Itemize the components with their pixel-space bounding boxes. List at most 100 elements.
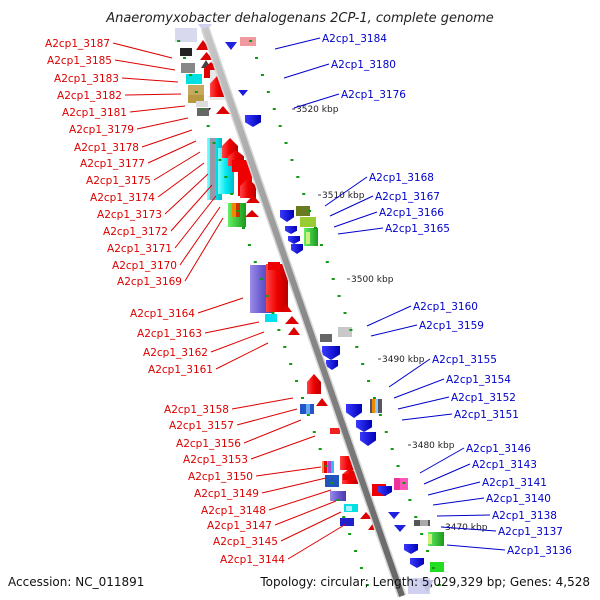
gene-box[interactable] <box>338 327 352 337</box>
gene-arrow[interactable] <box>246 195 260 203</box>
gene-box[interactable] <box>232 203 236 217</box>
gene-label[interactable]: A2cp1_3157 <box>169 420 234 432</box>
gene-box[interactable] <box>372 399 375 413</box>
gene-label[interactable]: A2cp1_3183 <box>54 73 119 85</box>
gene-box[interactable] <box>346 506 352 511</box>
gene-arrow[interactable] <box>378 486 392 496</box>
gene-label[interactable]: A2cp1_3165 <box>385 223 450 235</box>
gene-label[interactable]: A2cp1_3162 <box>143 347 208 359</box>
gene-box[interactable] <box>306 232 310 244</box>
gene-label[interactable]: A2cp1_3178 <box>74 142 139 154</box>
gene-arrow[interactable] <box>280 304 292 312</box>
gene-label[interactable]: A2cp1_3187 <box>45 38 110 50</box>
gene-box[interactable] <box>331 461 334 473</box>
gene-arrow[interactable] <box>285 316 299 324</box>
gene-box[interactable] <box>330 491 346 501</box>
gene-label[interactable]: A2cp1_3149 <box>194 488 259 500</box>
gene-arrow[interactable] <box>238 90 248 96</box>
gene-arrow[interactable] <box>288 327 300 335</box>
gene-box[interactable] <box>210 138 215 200</box>
gene-label[interactable]: A2cp1_3160 <box>413 301 478 313</box>
gene-box[interactable] <box>320 334 332 342</box>
gene-label[interactable]: A2cp1_3168 <box>369 172 434 184</box>
gene-label[interactable]: A2cp1_3166 <box>379 207 444 219</box>
gene-arrow[interactable] <box>420 580 434 592</box>
gene-label[interactable]: A2cp1_3159 <box>419 320 484 332</box>
gene-label[interactable]: A2cp1_3144 <box>220 554 285 566</box>
gene-arrow[interactable] <box>245 115 261 127</box>
gene-box[interactable] <box>175 28 197 42</box>
gene-box[interactable] <box>180 48 192 56</box>
gene-arrow[interactable] <box>316 398 328 406</box>
gene-label[interactable]: A2cp1_3150 <box>188 471 253 483</box>
gene-label[interactable]: A2cp1_3180 <box>331 59 396 71</box>
gene-label[interactable]: A2cp1_3170 <box>112 260 177 272</box>
gene-label[interactable]: A2cp1_3169 <box>117 276 182 288</box>
gene-label[interactable]: A2cp1_3140 <box>486 493 551 505</box>
gene-box[interactable] <box>375 399 378 413</box>
gene-box[interactable] <box>430 562 444 572</box>
gene-box[interactable] <box>330 428 340 434</box>
gene-label[interactable]: A2cp1_3177 <box>80 158 145 170</box>
gene-arrow[interactable] <box>388 512 400 519</box>
gene-box[interactable] <box>188 85 204 95</box>
gene-arrow[interactable] <box>285 226 297 234</box>
gene-arrow[interactable] <box>280 210 294 222</box>
gene-arrow[interactable] <box>404 544 418 554</box>
gene-label[interactable]: A2cp1_3179 <box>69 124 134 136</box>
gene-label[interactable]: A2cp1_3181 <box>62 107 127 119</box>
gene-label[interactable]: A2cp1_3146 <box>466 443 531 455</box>
gene-label[interactable]: A2cp1_3182 <box>57 90 122 102</box>
gene-label[interactable]: A2cp1_3175 <box>86 175 151 187</box>
gene-label[interactable]: A2cp1_3152 <box>451 392 516 404</box>
gene-box[interactable] <box>340 518 354 526</box>
gene-arrow[interactable] <box>288 236 300 244</box>
gene-label[interactable]: A2cp1_3154 <box>446 374 511 386</box>
gene-arrow[interactable] <box>240 178 256 198</box>
gene-box[interactable] <box>428 534 432 544</box>
gene-arrow[interactable] <box>196 40 210 50</box>
gene-label[interactable]: A2cp1_3137 <box>498 526 563 538</box>
gene-label[interactable]: A2cp1_3158 <box>164 404 229 416</box>
gene-box[interactable] <box>328 461 331 473</box>
gene-arrow[interactable] <box>360 512 372 519</box>
gene-label[interactable]: A2cp1_3147 <box>207 520 272 532</box>
gene-arrow[interactable] <box>322 346 340 360</box>
gene-arrow[interactable] <box>216 106 230 114</box>
gene-arrow[interactable] <box>410 558 424 568</box>
gene-label[interactable]: A2cp1_3163 <box>137 328 202 340</box>
gene-arrow[interactable] <box>360 432 376 446</box>
gene-box[interactable] <box>266 264 288 312</box>
gene-label[interactable]: A2cp1_3176 <box>341 89 406 101</box>
gene-arrow[interactable] <box>394 525 406 532</box>
gene-label[interactable]: A2cp1_3148 <box>201 505 266 517</box>
gene-arrow[interactable] <box>245 210 259 217</box>
gene-label[interactable]: A2cp1_3136 <box>507 545 572 557</box>
gene-arrow[interactable] <box>346 404 362 418</box>
gene-label[interactable]: A2cp1_3138 <box>492 510 557 522</box>
gene-box[interactable] <box>188 95 204 103</box>
gene-box[interactable] <box>181 63 195 73</box>
gene-arrow[interactable] <box>291 244 303 254</box>
gene-label[interactable]: A2cp1_3153 <box>183 454 248 466</box>
gene-label[interactable]: A2cp1_3185 <box>47 55 112 67</box>
gene-box[interactable] <box>296 206 310 216</box>
gene-box[interactable] <box>196 101 208 107</box>
gene-label[interactable]: A2cp1_3141 <box>482 477 547 489</box>
gene-label[interactable]: A2cp1_3155 <box>432 354 497 366</box>
gene-label[interactable]: A2cp1_3184 <box>322 33 387 45</box>
gene-box[interactable] <box>420 520 428 526</box>
gene-label[interactable]: A2cp1_3167 <box>375 191 440 203</box>
gene-arrow[interactable] <box>307 374 321 394</box>
gene-box[interactable] <box>325 475 339 487</box>
gene-label[interactable]: A2cp1_3156 <box>176 438 241 450</box>
gene-box[interactable] <box>265 314 277 322</box>
gene-label[interactable]: A2cp1_3172 <box>103 226 168 238</box>
gene-box[interactable] <box>268 262 280 270</box>
gene-arrow[interactable] <box>326 360 338 370</box>
gene-label[interactable]: A2cp1_3145 <box>213 536 278 548</box>
gene-arrow[interactable] <box>356 420 372 432</box>
gene-box[interactable] <box>300 217 316 227</box>
gene-label[interactable]: A2cp1_3174 <box>90 192 155 204</box>
gene-box[interactable] <box>343 474 357 480</box>
